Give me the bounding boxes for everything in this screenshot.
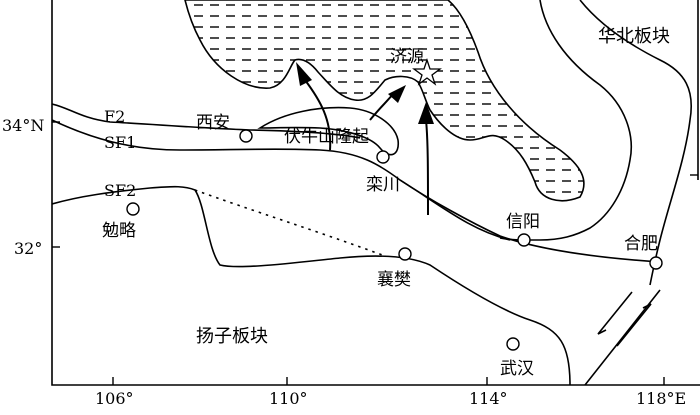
fault-label-sf1: SF1: [104, 133, 136, 152]
x-tick-106: 106°: [95, 389, 134, 408]
city-marker-hefei: [649, 256, 663, 270]
strike-slip-arrow-right: [616, 303, 652, 347]
yangtze-plate-label: 扬子板块: [196, 326, 268, 347]
x-tick-118e: 118°E: [636, 389, 686, 408]
city-marker-xiangfan: [398, 247, 412, 261]
basin-dashed-area: [184, 0, 585, 202]
city-markers: [126, 129, 663, 351]
fault-label-f2: F2: [104, 107, 125, 126]
city-marker-wuhan: [506, 337, 520, 351]
inner-plate-boundary: [499, 0, 632, 241]
city-label-jiyuan: 济源: [390, 47, 424, 67]
city-label-xian: 西安: [196, 113, 230, 133]
y-tick-34n: 34°N: [2, 116, 44, 135]
city-marker-mianlue: [126, 202, 140, 216]
strike-slip-arrow-left: [597, 291, 633, 335]
fault-sf2-line: [52, 185, 571, 385]
fault-f2-line: [52, 103, 361, 139]
funiu-uplift-outline: [257, 106, 400, 156]
jiyuan-star-icon: [412, 57, 442, 86]
funiu-uplift-label: 伏牛山隆起: [284, 127, 369, 147]
city-marker-luanchuan: [376, 150, 390, 164]
city-label-luanchuan: 栾川: [366, 175, 400, 195]
xinyang-boundary: [399, 179, 511, 241]
city-label-hefei: 合肥: [624, 234, 658, 254]
axis-ticks: [52, 121, 698, 385]
city-label-xiangfan: 襄樊: [377, 269, 411, 290]
x-tick-114: 114°: [469, 389, 508, 408]
city-marker-xinyang: [517, 233, 531, 247]
fault-label-sf2: SF2: [104, 181, 136, 200]
map-frame: [51, 0, 700, 386]
dotted-inferred-fault: [194, 189, 386, 257]
x-tick-110: 110°: [269, 389, 308, 408]
city-label-wuhan: 武汉: [500, 359, 534, 379]
y-tick-32: 32°: [14, 239, 42, 258]
outer-plate-boundary: [579, 0, 692, 286]
city-label-xinyang: 信阳: [506, 212, 540, 232]
thrust-arrows: [296, 62, 434, 216]
city-marker-xian: [239, 129, 253, 143]
city-label-mianlue: 勉略: [102, 221, 136, 241]
north-china-plate-label: 华北板块: [598, 26, 670, 47]
